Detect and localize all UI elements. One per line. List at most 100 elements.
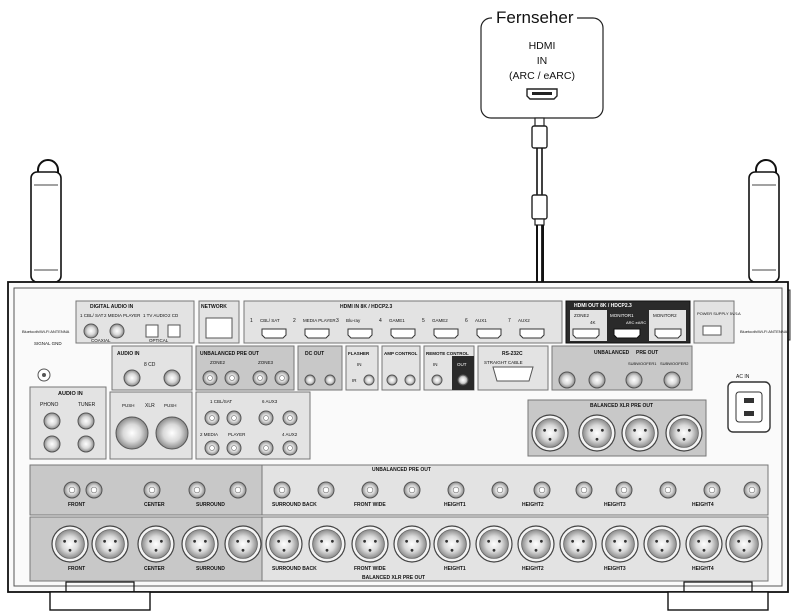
unbalanced-pre-out-jack-6	[274, 482, 290, 498]
label-audio-in-top: AUDIO IN	[117, 351, 140, 357]
tv-line-in: IN	[481, 55, 603, 67]
label-balanced-xlr-pre-out-bottom: BALANCED XLR PRE OUT	[362, 575, 425, 581]
label-hdmi-out-monitor2: MONITOR2	[653, 313, 677, 318]
hdmi-in-name-6: AUX1	[475, 318, 487, 323]
label-flasher-in: IN	[357, 362, 362, 367]
ac-in-socket	[728, 382, 770, 432]
hdmi-out-ports	[573, 329, 681, 338]
balanced-pre-out-xlr-12	[518, 526, 554, 562]
hdmi-in-port-5	[434, 329, 458, 338]
channel-label-bal-2: CENTER	[144, 566, 165, 572]
label-digital-3: 1 TV AUDIO	[143, 313, 168, 318]
hdmi-in-name-2: MEDIA PLAYER	[303, 318, 336, 323]
label-hdmi-in: HDMI IN 8K / HDCP2.3	[340, 304, 392, 310]
analog-in-jack-4	[283, 411, 297, 425]
channel-label-unbal-8: HEIGHT3	[604, 502, 626, 508]
hdmi-in-name-5: GAME2	[432, 318, 448, 323]
channel-label-bal-3: SURROUND	[196, 566, 225, 572]
hdmi-in-port-1	[262, 329, 286, 338]
hdmi-in-num-3: 3	[336, 318, 339, 324]
channel-label-bal-9: HEIGHT4	[692, 566, 714, 572]
hdmi-in-name-1: CBL/ SAT	[260, 318, 280, 323]
channel-label-unbal-9: HEIGHT4	[692, 502, 714, 508]
hdmi-in-port-7	[520, 329, 544, 338]
unbalanced-pre-out-jack-10	[448, 482, 464, 498]
label-amp-control: AMP CONTROL	[384, 351, 418, 356]
balanced-subwoofer-xlr-1	[532, 415, 568, 451]
hdmi-in-num-4: 4	[379, 318, 382, 324]
balanced-pre-out-xlr-9	[394, 526, 430, 562]
label-xlr: XLR	[145, 403, 155, 409]
label-antenna-right: Bluetooth/Wi-Fi ANTENNA	[740, 329, 788, 334]
label-ac-in: AC IN	[736, 374, 750, 380]
label-rc-in: IN	[433, 362, 438, 367]
label-audio-in-cd: 8 CD	[144, 362, 156, 368]
label-analog-4: PLAYER	[228, 432, 246, 437]
channel-label-bal-5: FRONT WIDE	[354, 566, 386, 572]
tv-line-hdmi: HDMI	[481, 40, 603, 52]
label-analog-2: 6 AUX3	[262, 399, 278, 404]
label-hdmi-out: HDMI OUT 8K / HDCP2.3	[574, 303, 632, 309]
balanced-pre-out-xlr-7	[309, 526, 345, 562]
label-audio-in: AUDIO IN	[58, 391, 83, 397]
label-power-supply: POWER SUPPLY 5V/1A	[697, 311, 741, 316]
label-optical: OPTICAL	[149, 338, 169, 343]
label-ir: IR	[352, 378, 357, 383]
label-unbalanced-pre-out: UNBALANCED PRE OUT	[372, 467, 431, 473]
label-rs232c: RS-232C	[502, 351, 523, 357]
unbalanced-pre-out-jack-3	[144, 482, 160, 498]
unbalanced-pre-out-jack-13	[576, 482, 592, 498]
hdmi-in-port-6	[477, 329, 501, 338]
unbalanced-pre-out-jack-15	[660, 482, 676, 498]
channel-label-unbal-5: FRONT WIDE	[354, 502, 386, 508]
channel-label-bal-7: HEIGHT2	[522, 566, 544, 572]
balanced-pre-out-xlr-10	[434, 526, 470, 562]
label-rc-out: OUT	[457, 362, 467, 367]
label-tuner: TUNER	[78, 402, 96, 408]
unbalanced-pre-out-jack-9	[404, 482, 420, 498]
unbalanced-pre-out-jack-2	[86, 482, 102, 498]
zone-jack-2	[225, 371, 239, 385]
balanced-pre-out-xlr-2	[92, 526, 128, 562]
tv-title: Fernseher	[492, 8, 577, 28]
label-straight-cable: STRAIGHT CABLE	[484, 360, 523, 365]
hdmi-in-name-3: Blu-ray	[346, 318, 361, 323]
analog-in-jack-7	[259, 441, 273, 455]
unbalanced-pre-out-jack-7	[318, 482, 334, 498]
balanced-pre-out-xlr-1	[52, 526, 88, 562]
label-hdmi-out-arc: ARC eARC	[626, 320, 646, 325]
label-signal-gnd: SIGNAL GND	[34, 341, 62, 346]
balanced-pre-out-xlr-5	[225, 526, 261, 562]
balanced-pre-out-xlr-3	[138, 526, 174, 562]
channel-label-bal-1: FRONT	[68, 566, 85, 572]
analog-in-jack-6	[227, 441, 241, 455]
analog-in-jack-1	[205, 411, 219, 425]
label-push-2: PUSH	[164, 403, 177, 408]
label-zone2: ZONE2	[210, 360, 226, 365]
balanced-pre-out-xlr-6	[266, 526, 302, 562]
signal-gnd-terminal	[38, 369, 50, 381]
balanced-subwoofer-xlr-3	[622, 415, 658, 451]
channel-label-unbal-2: CENTER	[144, 502, 165, 508]
label-flasher: FLASHER	[348, 351, 370, 356]
channel-label-unbal-7: HEIGHT2	[522, 502, 544, 508]
analog-in-jack-5	[205, 441, 219, 455]
balanced-pre-out-xlr-11	[476, 526, 512, 562]
unbalanced-pre-out-jack-14	[616, 482, 632, 498]
label-analog-1: 1 CBL/SAT	[210, 399, 232, 404]
hdmi-in-port-2	[305, 329, 329, 338]
unbalanced-pre-out-jack-16	[704, 482, 720, 498]
label-digital-1: 1 CBL/ SAT	[80, 313, 104, 318]
unbalanced-pre-out-jack-1	[64, 482, 80, 498]
unbalanced-pre-out-jack-11	[492, 482, 508, 498]
unbalanced-pre-out-jack-8	[362, 482, 378, 498]
channel-label-bal-8: HEIGHT3	[604, 566, 626, 572]
balanced-pre-out-xlr-8	[352, 526, 388, 562]
channel-label-bal-6: HEIGHT1	[444, 566, 466, 572]
analog-in-jack-8	[283, 441, 297, 455]
label-zone3: ZONE3	[258, 360, 274, 365]
analog-in-jack-3	[259, 411, 273, 425]
balanced-subwoofer-xlr-2	[579, 415, 615, 451]
label-push-1: PUSH	[122, 403, 135, 408]
zone-jack-4	[275, 371, 289, 385]
